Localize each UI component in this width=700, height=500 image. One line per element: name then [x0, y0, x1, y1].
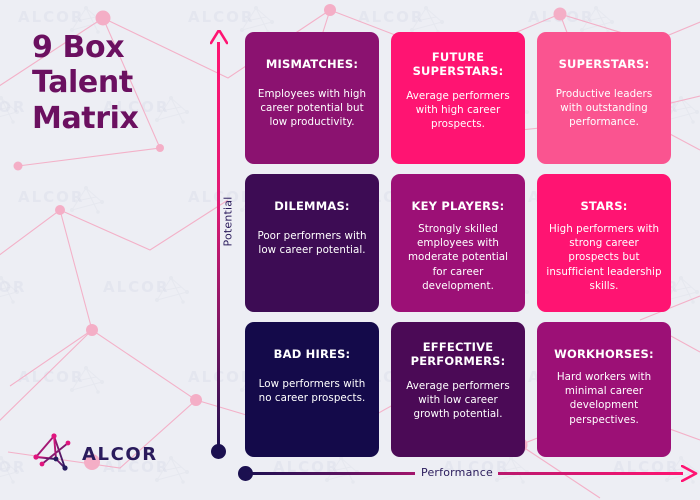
svg-text:ALCOR: ALCOR: [18, 8, 84, 26]
title-line-3: Matrix: [32, 100, 139, 136]
cell-description: Productive leaders with outstanding perf…: [555, 88, 653, 129]
matrix-cell-workhorses[interactable]: WORKHORSES: Hard workers with minimal ca…: [537, 322, 671, 457]
svg-text:ALCOR: ALCOR: [0, 278, 26, 296]
performance-axis-line-right: [498, 472, 683, 475]
matrix-cell-superstars[interactable]: SUPERSTARS: Productive leaders with outs…: [537, 32, 671, 164]
svg-text:ALCOR: ALCOR: [18, 188, 84, 206]
title-line-1: 9 Box: [32, 30, 125, 65]
performance-axis-label: Performance: [421, 466, 493, 479]
matrix-cell-mismatches[interactable]: MISMATCHES: Employees with high career p…: [245, 32, 379, 164]
cell-title: FUTURE SUPERSTARS:: [412, 50, 504, 79]
arrow-up-icon: [210, 30, 228, 45]
svg-text:ALCOR: ALCOR: [528, 8, 594, 26]
cell-title: DILEMMAS:: [274, 199, 350, 213]
cell-title: SUPERSTARS:: [558, 57, 650, 71]
cell-title: EFFECTIVE PERFORMERS:: [410, 340, 506, 369]
cell-description: Average performers with high career pros…: [406, 90, 510, 131]
nine-box-grid: MISMATCHES: Employees with high career p…: [245, 32, 685, 457]
performance-axis-line-left: [245, 472, 415, 475]
page-title: 9 Box Talent Matrix: [32, 30, 202, 136]
logo-text: ALCOR: [82, 443, 158, 465]
cell-title: MISMATCHES:: [265, 57, 359, 71]
matrix-cell-dilemmas[interactable]: DILEMMAS: Poor performers with low caree…: [245, 174, 379, 312]
potential-axis-line: [217, 42, 220, 452]
cell-description: Employees with high career potential but…: [257, 88, 367, 129]
svg-text:ALCOR: ALCOR: [188, 8, 254, 26]
title-line-2: Talent: [32, 65, 133, 101]
svg-text:ALCOR: ALCOR: [18, 368, 84, 386]
cell-title: STARS:: [580, 199, 628, 213]
cell-title: KEY PLAYERS:: [411, 199, 505, 213]
svg-text:ALCOR: ALCOR: [103, 278, 169, 296]
svg-text:ALCOR: ALCOR: [0, 98, 26, 116]
matrix-cell-bad-hires[interactable]: BAD HIRES: Low performers with no career…: [245, 322, 379, 457]
cell-description: Low performers with no career prospects.: [258, 378, 366, 405]
cell-description: Poor performers with low career potentia…: [257, 230, 367, 257]
cell-title: WORKHORSES:: [554, 347, 654, 361]
svg-text:ALCOR: ALCOR: [0, 458, 26, 476]
arrow-right-icon: [681, 465, 698, 482]
matrix-cell-effective-performers[interactable]: EFFECTIVE PERFORMERS: Average performers…: [391, 322, 525, 457]
cell-description: Hard workers with minimal career develop…: [556, 371, 652, 426]
potential-axis-label: Potential: [221, 196, 235, 247]
matrix-cell-future-superstars[interactable]: FUTURE SUPERSTARS: Average performers wi…: [391, 32, 525, 164]
logo: ALCOR: [30, 428, 180, 480]
cell-title: BAD HIRES:: [273, 347, 351, 361]
matrix-cell-stars[interactable]: STARS: High performers with strong caree…: [537, 174, 671, 312]
cell-description: Strongly skilled employees with moderate…: [407, 223, 509, 292]
svg-text:ALCOR: ALCOR: [358, 8, 424, 26]
cell-description: High performers with strong career prosp…: [546, 223, 662, 292]
potential-axis-origin-dot: [211, 444, 226, 459]
matrix-cell-key-players[interactable]: KEY PLAYERS: Strongly skilled employees …: [391, 174, 525, 312]
alcor-constellation-icon: [33, 433, 71, 471]
cell-description: Average performers with low career growt…: [406, 380, 510, 421]
